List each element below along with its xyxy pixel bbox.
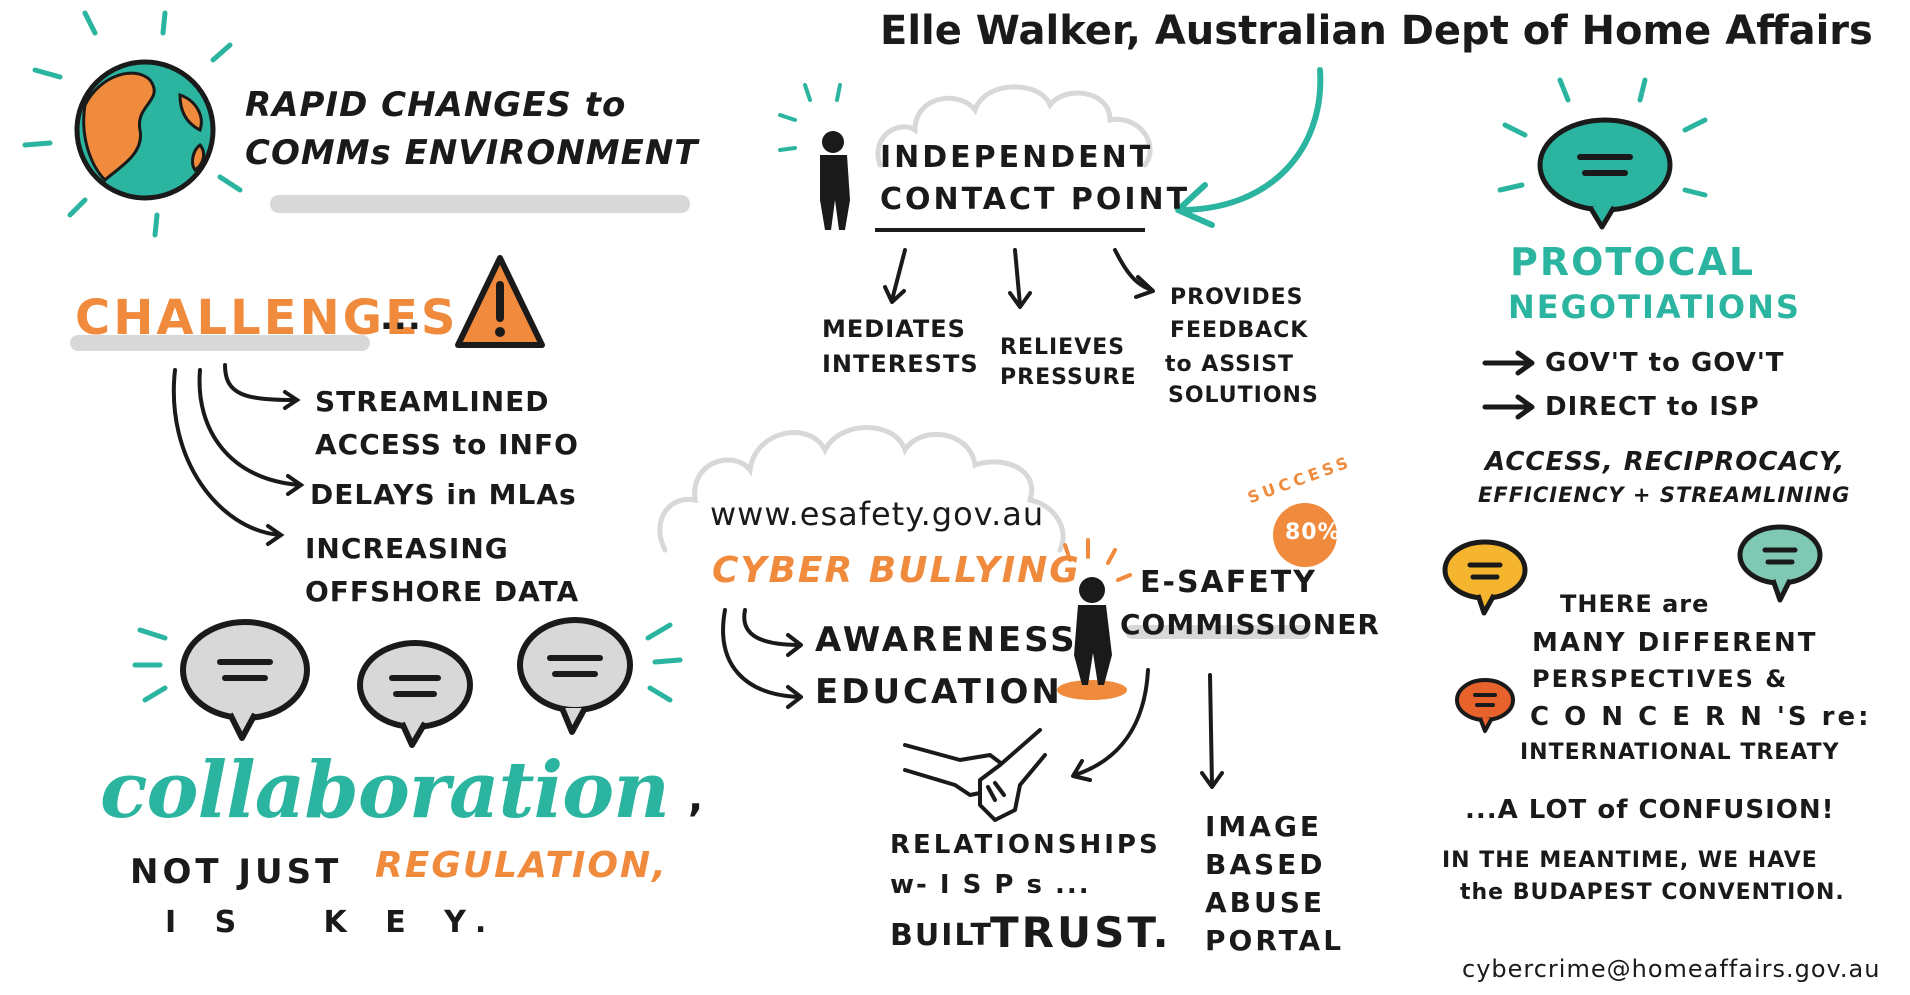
esafety-url[interactable]: www.esafety.gov.au bbox=[710, 495, 1045, 533]
contact-underline bbox=[875, 228, 1145, 232]
contact-title1: INDEPENDENT bbox=[880, 140, 1154, 175]
provides-line1: PROVIDES bbox=[1170, 285, 1304, 310]
perspective-bubbles-icon bbox=[1442, 524, 1823, 733]
relationships-line1: RELATIONSHIPS bbox=[890, 830, 1161, 860]
relieves-line1: RELIEVES bbox=[1000, 335, 1126, 360]
contact-title2: CONTACT POINT bbox=[880, 182, 1191, 217]
image-line3: ABUSE bbox=[1205, 886, 1326, 919]
provides-line2: FEEDBACK bbox=[1170, 318, 1309, 343]
provides-line3: to ASSIST bbox=[1165, 352, 1295, 377]
commissioner-line2: COMMISSIONER bbox=[1120, 608, 1380, 641]
meantime-line1: IN THE MEANTIME, WE HAVE bbox=[1442, 848, 1818, 873]
commissioner-arrows-icon bbox=[1071, 668, 1224, 789]
commissioner-line1: E-SAFETY bbox=[1140, 565, 1317, 600]
rapid-line2: COMMs ENVIRONMENT bbox=[245, 133, 699, 173]
protocol-item1: GOV'T to GOV'T bbox=[1545, 348, 1785, 378]
cloud-top-icon bbox=[875, 84, 1153, 168]
rapid-line1: RAPID CHANGES to bbox=[245, 85, 627, 125]
collaboration-line2: I S K E Y. bbox=[165, 905, 501, 940]
challenge-item-5: OFFSHORE DATA bbox=[305, 575, 580, 608]
perspectives-line3: PERSPECTIVES & bbox=[1532, 665, 1789, 693]
provides-line4: SOLUTIONS bbox=[1168, 383, 1319, 408]
challenge-arrows-icon bbox=[171, 363, 305, 546]
cyber-bullying-title: CYBER BULLYING bbox=[712, 550, 1081, 591]
success-badge-icon bbox=[1273, 503, 1337, 567]
contact-arrows-icon bbox=[883, 248, 1155, 309]
warning-icon bbox=[455, 255, 545, 348]
mediates-line2: INTERESTS bbox=[822, 350, 979, 378]
rapid-underline bbox=[270, 195, 690, 213]
globe-icon bbox=[22, 10, 243, 238]
image-line1: IMAGE bbox=[1205, 810, 1323, 843]
contact-email[interactable]: cybercrime@homeaffairs.gov.au bbox=[1462, 955, 1881, 983]
protocol-arrows-icon bbox=[1482, 350, 1535, 420]
commissioner-person-icon bbox=[1057, 538, 1132, 700]
collaboration-suffix: , bbox=[688, 775, 705, 821]
awareness-label: AWARENESS bbox=[815, 620, 1078, 660]
protocol-bubble-icon bbox=[1497, 77, 1708, 230]
protocol-item2: DIRECT to ISP bbox=[1545, 392, 1760, 422]
challenges-title: CHALLENGES bbox=[75, 290, 459, 346]
relationships-line2: w- I S P s ... bbox=[890, 870, 1091, 900]
collaboration-line1a: NOT JUST bbox=[130, 852, 343, 892]
collaboration-line1b: REGULATION, bbox=[375, 845, 668, 886]
speaker-title: Elle Walker, Australian Dept of Home Aff… bbox=[880, 8, 1873, 54]
education-label: EDUCATION bbox=[815, 672, 1063, 712]
challenges-ellipsis: ... bbox=[380, 298, 422, 338]
collaboration-word: collaboration bbox=[100, 745, 670, 836]
person-icon bbox=[778, 83, 850, 230]
relieves-line2: PRESSURE bbox=[1000, 365, 1137, 390]
mediates-line1: MEDIATES bbox=[822, 315, 966, 343]
header-arrow-icon bbox=[1175, 67, 1324, 228]
trust-label: TRUST. bbox=[990, 908, 1172, 957]
success-percent: 80% bbox=[1285, 520, 1341, 545]
challenge-item-4: INCREASING bbox=[305, 532, 509, 565]
cloud-middle-icon bbox=[657, 425, 1066, 553]
confusion-label: ...A LOT of CONFUSION! bbox=[1465, 795, 1835, 825]
handshake-icon bbox=[903, 728, 1047, 822]
speech-bubbles-icon bbox=[132, 617, 683, 748]
meantime-line2: the BUDAPEST CONVENTION. bbox=[1460, 880, 1845, 905]
image-line2: BASED bbox=[1205, 848, 1326, 881]
perspectives-line4: C O N C E R N 'S re: bbox=[1530, 702, 1872, 732]
challenge-item-2: ACCESS to INFO bbox=[315, 428, 579, 461]
protocol-access2: EFFICIENCY + STREAMLINING bbox=[1478, 483, 1851, 507]
protocol-access1: ACCESS, RECIPROCACY, bbox=[1485, 447, 1846, 477]
challenges-underline bbox=[70, 335, 370, 351]
protocol-title1: PROTOCAL bbox=[1510, 240, 1756, 284]
perspectives-line5: INTERNATIONAL TREATY bbox=[1520, 740, 1840, 765]
bullying-arrows-icon bbox=[721, 608, 803, 709]
perspectives-line2: MANY DIFFERENT bbox=[1532, 628, 1818, 658]
perspectives-line1: THERE are bbox=[1560, 590, 1710, 618]
challenge-item-1: STREAMLINED bbox=[315, 385, 550, 418]
built-label: BUILT bbox=[890, 918, 994, 953]
challenge-item-3: DELAYS in MLAs bbox=[310, 478, 577, 511]
protocol-title2: NEGOTIATIONS bbox=[1508, 288, 1801, 326]
commissioner-underline bbox=[1125, 625, 1310, 639]
image-line4: PORTAL bbox=[1205, 924, 1345, 957]
